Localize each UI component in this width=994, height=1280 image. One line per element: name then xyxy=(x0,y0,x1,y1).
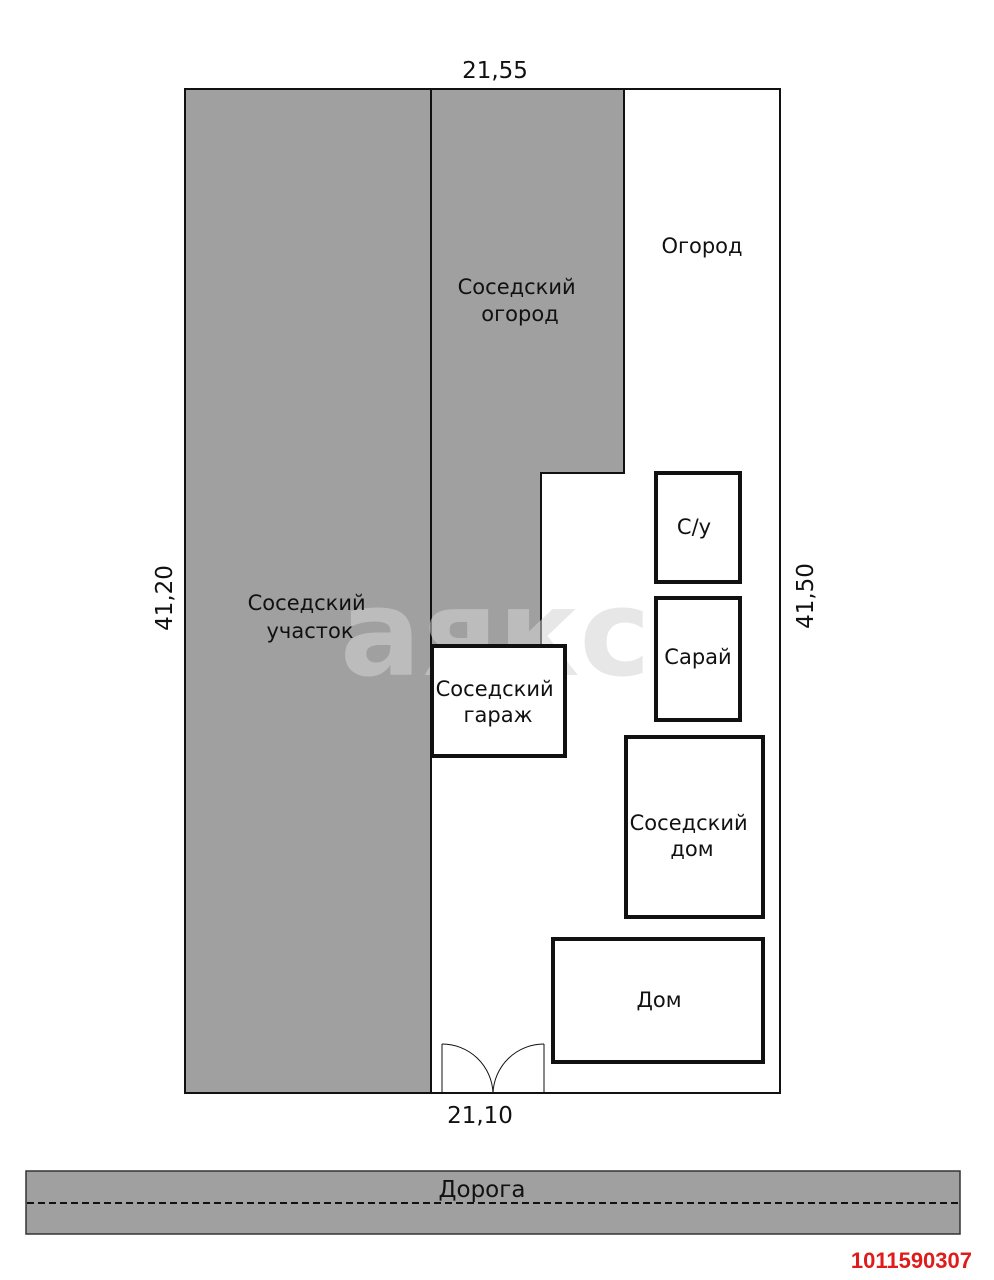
dimension-bottom: 21,10 xyxy=(447,1103,513,1129)
toilet-label: С/у xyxy=(677,515,711,539)
house-label: Дом xyxy=(636,988,681,1012)
neighbor-house-label: Соседский дом xyxy=(630,811,755,861)
shed-label: Сарай xyxy=(664,645,731,669)
gate-icon xyxy=(441,1043,545,1094)
house-building xyxy=(551,937,765,1064)
toilet-building xyxy=(654,471,742,584)
shed-building xyxy=(654,596,742,722)
dimension-right: 41,50 xyxy=(793,563,819,629)
neighbor-plot-area xyxy=(184,88,432,1094)
neighbor-garage-building xyxy=(430,644,567,758)
road-label: Дорога xyxy=(439,1177,526,1203)
neighbor-house-building xyxy=(624,735,765,919)
neighbor-garden-area xyxy=(430,88,625,646)
dimension-left: 41,20 xyxy=(152,565,178,631)
listing-id: 1011590307 xyxy=(850,1248,972,1273)
neighbor-plot-label: Соседский участок xyxy=(248,591,373,643)
neighbor-garden-label: Соседский огород xyxy=(458,275,583,326)
own-plot-outline xyxy=(431,88,781,1094)
neighbor-garage-label: Соседский гараж xyxy=(436,677,561,727)
dimension-top: 21,55 xyxy=(462,58,528,84)
garden-label: Огород xyxy=(661,234,742,258)
